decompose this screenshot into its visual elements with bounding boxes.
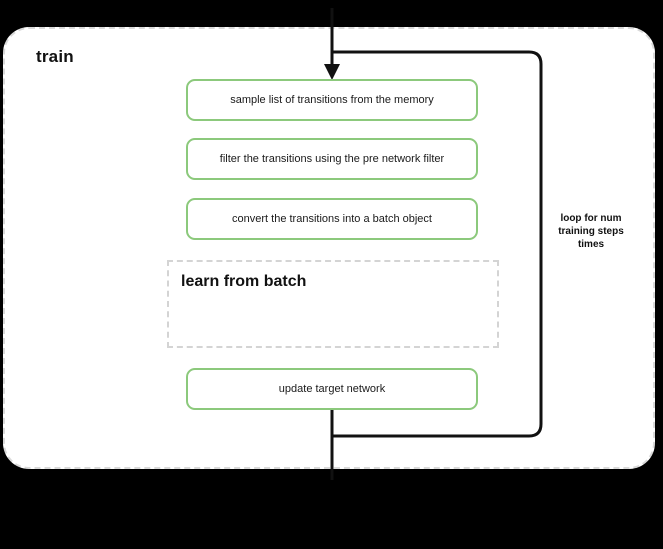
loop-annotation-label: loop for num training steps times (558, 213, 624, 250)
step-box-filter[interactable]: filter the transitions using the pre net… (186, 138, 478, 180)
step-box-convert[interactable]: convert the transitions into a batch obj… (186, 198, 478, 240)
page-title: train (36, 47, 74, 66)
step-box-sample[interactable]: sample list of transitions from the memo… (186, 79, 478, 121)
subprocess-title: learn from batch (181, 273, 307, 290)
step-label-convert: convert the transitions into a batch obj… (232, 213, 432, 225)
subprocess-learn-from-batch[interactable]: learn from batch (167, 260, 499, 348)
step-label-filter: filter the transitions using the pre net… (219, 153, 445, 165)
step-label-sample: sample list of transitions from the memo… (230, 94, 434, 106)
step-label-update: update target network (278, 383, 386, 395)
step-box-update-target-network[interactable]: update target network (186, 368, 478, 410)
